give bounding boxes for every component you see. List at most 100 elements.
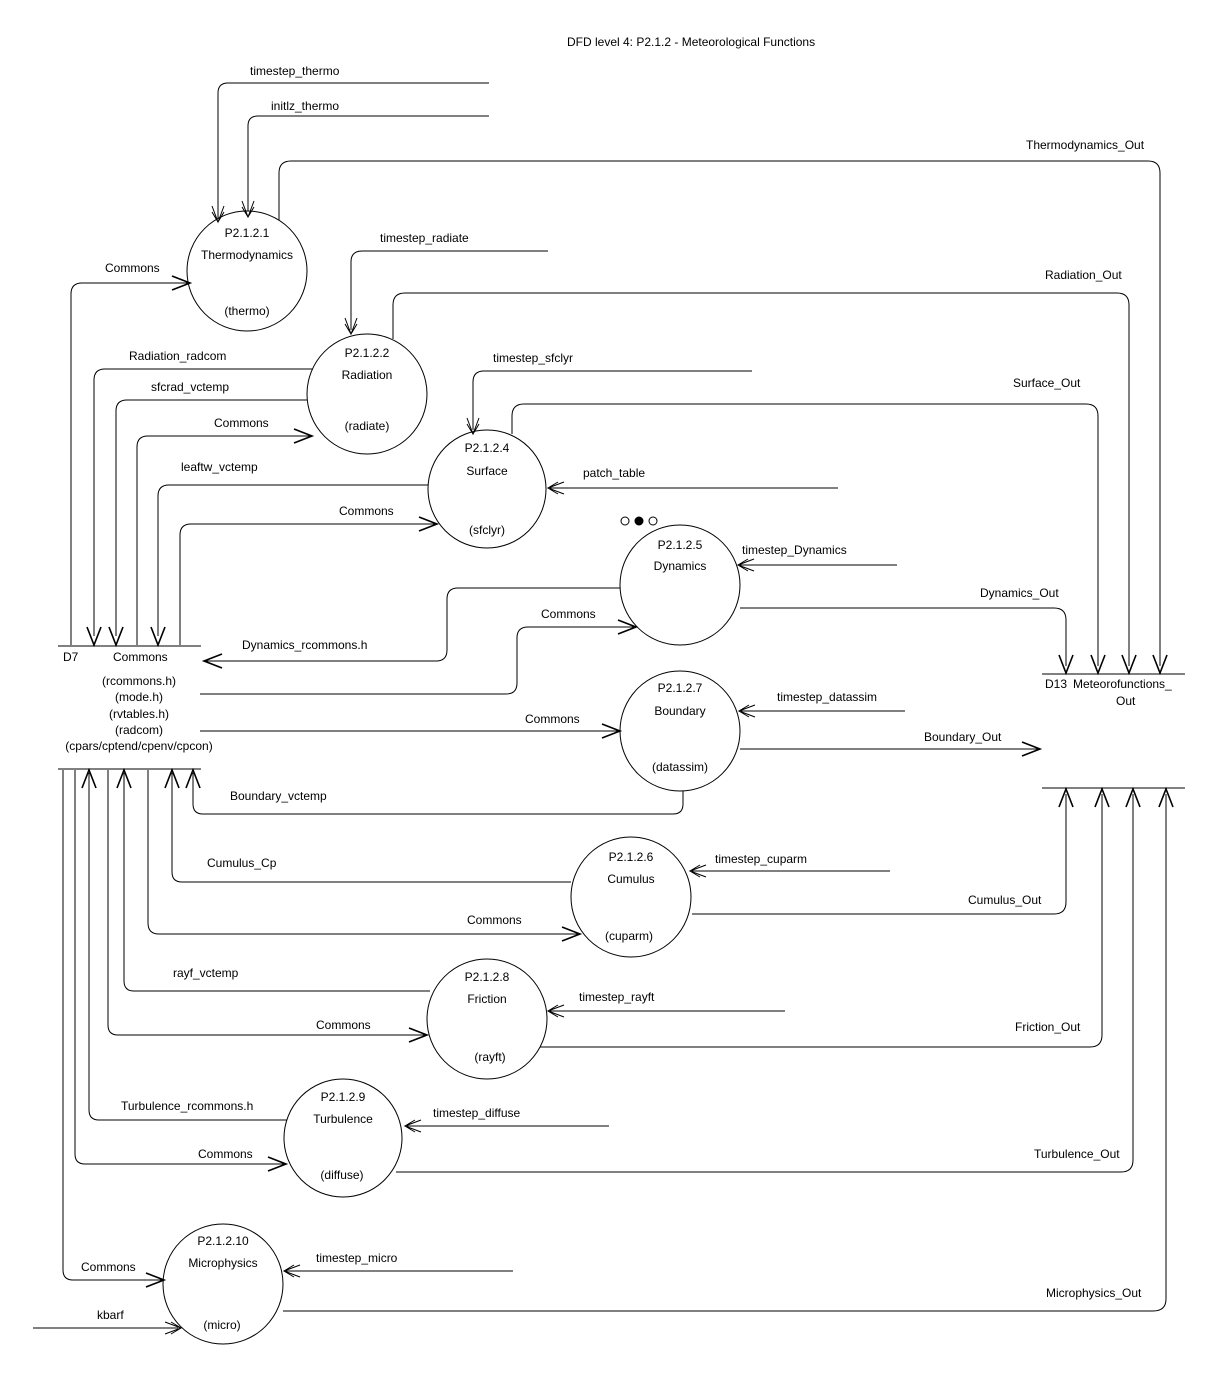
store-d7-file: (mode.h) — [115, 690, 163, 704]
flow-line-turbulence-rcommons — [88, 773, 287, 1121]
arrowhead — [293, 428, 315, 444]
flow-label: Cumulus_Out — [968, 893, 1042, 907]
arrowhead — [164, 1321, 183, 1335]
store-d13-id: D13 — [1045, 677, 1067, 691]
arrowhead — [145, 1272, 167, 1288]
flow-line-timestep-thermo — [217, 82, 489, 218]
process-turbulence[interactable]: P2.1.2.9 Turbulence (diffuse) — [283, 1078, 403, 1198]
flow-label: timestep_diffuse — [433, 1106, 520, 1120]
flow-line-thermodynamics-out — [278, 160, 1161, 666]
process-name: Thermodynamics — [201, 248, 293, 262]
flow-label: timestep_Dynamics — [742, 543, 847, 557]
process-name: Friction — [467, 992, 506, 1006]
flow-line-commons-microphysics — [62, 770, 162, 1281]
flow-line-leaftw-vctemp — [157, 484, 430, 636]
flow-line-sfcrad-vctemp — [115, 399, 309, 636]
flow-label: timestep_rayft — [579, 990, 655, 1004]
marker-dot-filled — [634, 516, 644, 526]
store-d13-name-cont: Out — [1116, 694, 1136, 708]
flow-line-commons-thermo — [70, 282, 188, 645]
flow-line-boundary-vctemp — [192, 773, 684, 815]
flow-line-commons-turbulence — [74, 770, 284, 1165]
arrowhead — [403, 1119, 422, 1133]
process-name: Surface — [466, 464, 508, 478]
flow-label: Radiation_radcom — [129, 349, 226, 363]
arrowhead — [418, 516, 440, 532]
flow-label: timestep_datassim — [777, 690, 877, 704]
flow-label: timestep_radiate — [380, 231, 469, 245]
flow-label: leaftw_vctemp — [181, 460, 258, 474]
process-thermodynamics[interactable]: P2.1.2.1 Thermodynamics (thermo) — [186, 210, 308, 332]
flow-label: patch_table — [583, 466, 645, 480]
process-id: P2.1.2.2 — [345, 346, 390, 360]
process-dynamics-marker — [620, 516, 658, 526]
flow-line-dynamics-out — [740, 607, 1067, 666]
arrowhead — [546, 1004, 565, 1018]
process-dynamics[interactable]: P2.1.2.5 Dynamics — [619, 524, 741, 646]
flow-label: Turbulence_Out — [1034, 1147, 1120, 1161]
arrowhead — [1058, 786, 1074, 808]
flow-label: kbarf — [97, 1308, 124, 1322]
flow-line-timestep-radiate — [350, 250, 548, 330]
arrowhead — [1021, 741, 1043, 757]
flow-line-microphysics-out — [283, 794, 1167, 1312]
arrowhead — [737, 704, 756, 718]
process-boundary[interactable]: P2.1.2.7 Boundary (datassim) — [619, 670, 741, 792]
arrowhead — [1152, 654, 1168, 676]
arrowhead — [282, 1264, 301, 1278]
arrowhead — [1121, 654, 1137, 676]
flow-line-rayf-vctemp — [123, 773, 430, 992]
arrowhead — [1058, 654, 1074, 676]
process-microphysics[interactable]: P2.1.2.10 Microphysics (micro) — [162, 1223, 284, 1345]
process-id: P2.1.2.8 — [465, 970, 510, 984]
arrowhead — [171, 275, 193, 291]
process-code: (radiate) — [345, 419, 390, 433]
process-id: P2.1.2.5 — [658, 538, 703, 552]
flow-label: timestep_thermo — [250, 64, 340, 78]
arrowhead — [108, 626, 124, 648]
arrowhead — [116, 767, 132, 789]
process-radiation[interactable]: P2.1.2.2 Radiation (radiate) — [306, 333, 428, 455]
flow-line-commons-dynamics — [200, 626, 634, 695]
arrowhead — [546, 481, 565, 495]
flow-lines — [33, 82, 1167, 1329]
flow-labels: timestep_thermo initlz_thermo Thermodyna… — [81, 64, 1145, 1322]
flow-label: timestep_micro — [316, 1251, 398, 1265]
process-cumulus[interactable]: P2.1.2.6 Cumulus (cuparm) — [570, 836, 692, 958]
process-friction[interactable]: P2.1.2.8 Friction (rayft) — [426, 958, 548, 1080]
flow-label: Friction_Out — [1015, 1020, 1081, 1034]
flow-line-commons-radiation — [136, 435, 310, 645]
arrowhead — [1090, 654, 1106, 676]
flow-label: Commons — [214, 416, 269, 430]
process-name: Cumulus — [607, 872, 654, 886]
arrowhead — [561, 926, 583, 942]
arrowhead — [201, 653, 223, 669]
data-store-d7[interactable]: D7 Commons (rcommons.h) (mode.h) (rvtabl… — [58, 645, 213, 770]
process-name: Dynamics — [654, 559, 707, 573]
flow-label: Radiation_Out — [1045, 268, 1122, 282]
flow-line-radiation-out — [392, 292, 1130, 666]
flow-label: Dynamics_rcommons.h — [242, 638, 367, 652]
arrowhead — [1125, 786, 1141, 808]
flow-line-cumulus-cp — [171, 773, 571, 883]
flow-label: Commons — [541, 607, 596, 621]
data-store-d13[interactable]: D13 Meteorofunctions_ Out — [1042, 673, 1185, 789]
flow-line-dynamics-rcommons — [206, 587, 621, 662]
flow-line-radiation-radcom — [93, 368, 316, 636]
process-id: P2.1.2.4 — [465, 441, 510, 455]
marker-dot-open — [620, 516, 630, 526]
store-d7-file: (cpars/cptend/cpenv/cpcon) — [65, 739, 212, 753]
arrowhead — [150, 626, 166, 648]
flow-label: Turbulence_rcommons.h — [121, 1099, 253, 1113]
flow-label: Commons — [525, 712, 580, 726]
store-d7-name: Commons — [113, 650, 168, 664]
store-d7-file: (radcom) — [115, 723, 163, 737]
store-d7-file: (rcommons.h) — [102, 674, 176, 688]
flow-label: rayf_vctemp — [173, 966, 239, 980]
process-id: P2.1.2.6 — [609, 850, 654, 864]
arrowhead — [185, 767, 201, 789]
flow-label: Surface_Out — [1013, 376, 1081, 390]
flow-label: Commons — [198, 1147, 253, 1161]
process-surface[interactable]: P2.1.2.4 Surface (sfclyr) — [427, 429, 547, 549]
flow-label: sfcrad_vctemp — [151, 380, 229, 394]
